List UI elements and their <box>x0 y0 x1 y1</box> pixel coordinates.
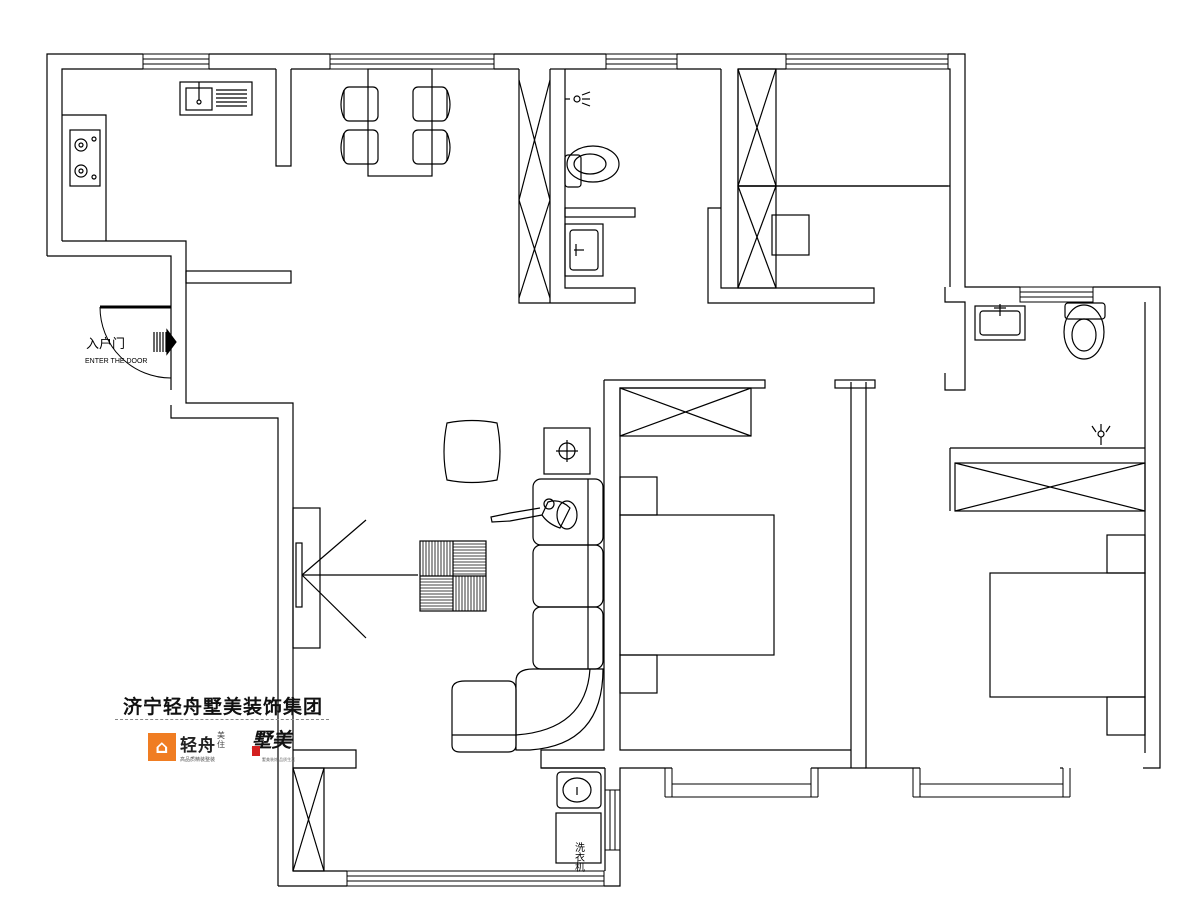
ensuite-shower-icon <box>949 424 1145 511</box>
dining-chairs <box>340 86 451 165</box>
basin-icon <box>564 223 604 277</box>
interior-walls <box>185 69 966 769</box>
ensuite-basin-icon <box>974 304 1026 341</box>
armchair <box>443 419 501 484</box>
tv-cabinet <box>292 507 418 649</box>
entrance-label-en: ENTER THE DOOR <box>85 358 148 365</box>
washing-machine <box>555 812 602 864</box>
dining-table <box>367 68 433 177</box>
washer-label: 洗衣机 <box>573 842 585 873</box>
logo-b-slogan: 墅美装饰 品质生活 <box>262 757 296 762</box>
divider <box>115 719 329 720</box>
person-figure-icon <box>490 498 578 530</box>
entrance-door[interactable] <box>99 305 187 390</box>
logo-a-slogan: 高品质精装整装 <box>180 757 216 763</box>
bed-middle <box>619 476 775 694</box>
laundry-basin-icon <box>556 771 602 809</box>
company-name: 济宁轻舟墅美装饰集团 <box>122 697 323 718</box>
logo-a-name: 轻舟 <box>180 736 216 756</box>
side-table <box>543 427 591 475</box>
windows <box>142 53 1094 887</box>
house-logo-icon: ⌂ <box>148 733 176 761</box>
entrance-arrow-icon <box>153 328 177 356</box>
coffee-table <box>419 540 487 612</box>
shower-icon <box>565 91 591 107</box>
logo-a: ⌂ 轻舟 美住 高品质精装整装 <box>148 731 226 763</box>
wardrobes <box>292 68 1146 872</box>
entrance-label: 入户门 <box>86 336 125 351</box>
bed-top-right <box>738 185 948 256</box>
ensuite-toilet-icon <box>1063 302 1106 360</box>
bed-right <box>989 534 1146 736</box>
sofa <box>451 478 604 753</box>
kitchen-counter <box>62 114 107 241</box>
stove-icon <box>69 129 101 187</box>
logo-b: 墅美 墅美装饰 品质生活 <box>248 724 296 763</box>
logo-a-suffix: 美住 <box>217 731 225 749</box>
toilet-icon <box>564 145 620 188</box>
coffee-table-pattern <box>420 541 486 611</box>
seal-icon <box>252 746 260 756</box>
sink-icon <box>179 81 253 116</box>
